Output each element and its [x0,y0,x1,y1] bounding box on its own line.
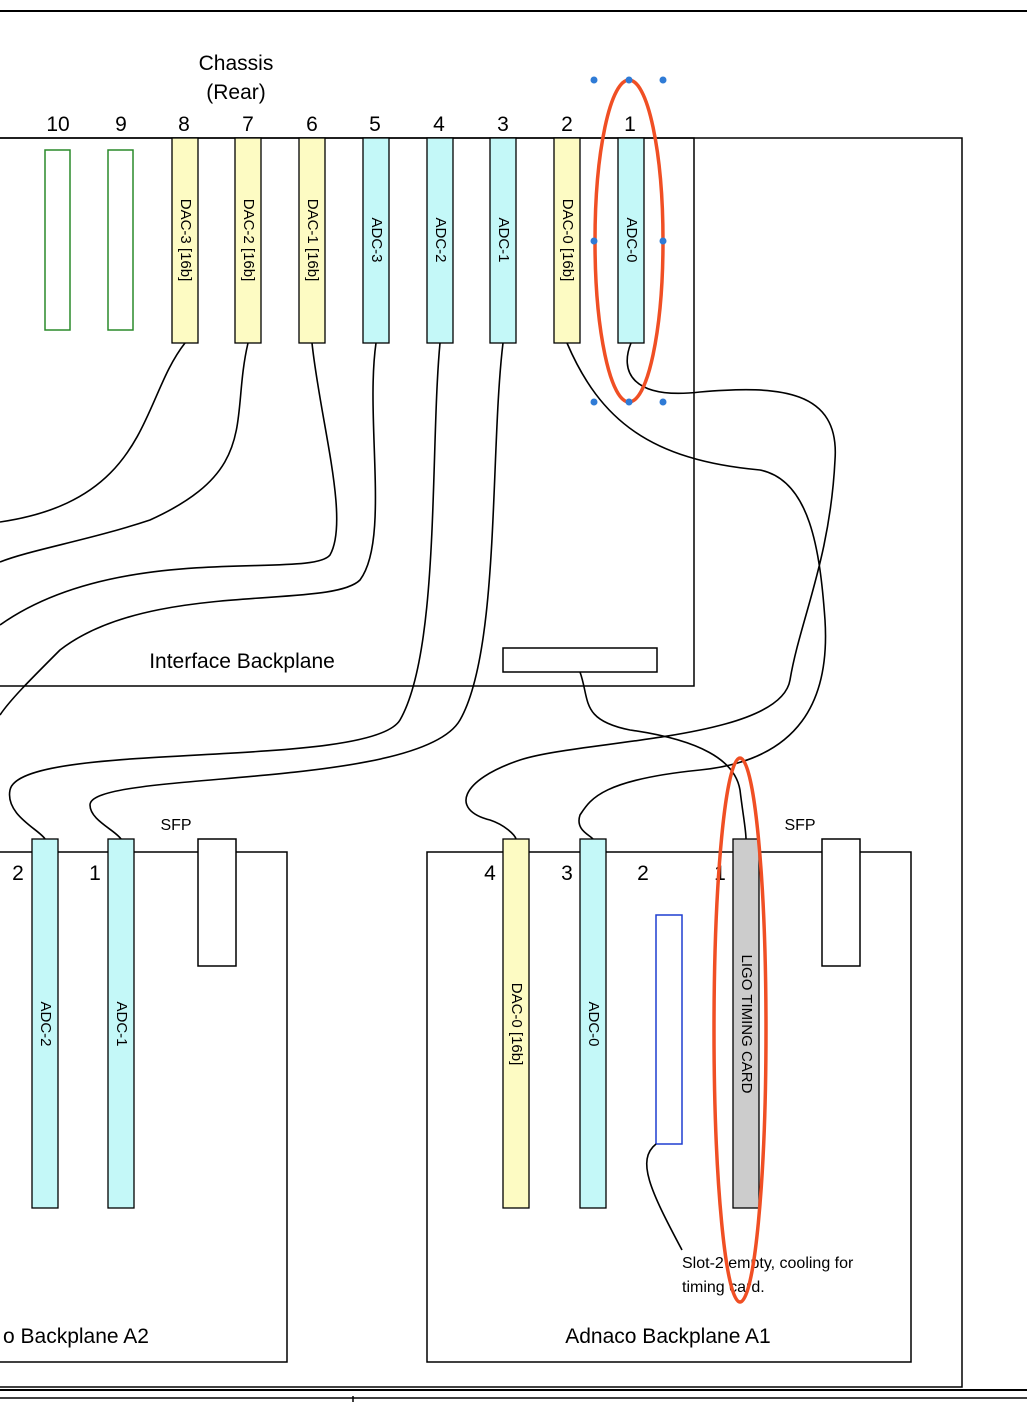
cable-adc-3 [0,342,377,716]
interface-backplane-box [0,137,695,687]
a1-empty-slot-2 [655,914,683,1145]
chassis-title-line2: (Rear) [206,81,266,104]
resize-handle[interactable] [659,398,667,406]
cable-adc-2 [8,342,441,840]
card-label: DAC-2 [16b] [240,199,257,282]
card-label: ADC-1 [113,1001,130,1046]
card-label: LIGO TIMING CARD [738,955,755,1094]
note-line1: Slot-2 empty, cooling for [682,1255,854,1272]
backplane-a1-label: Adnaco Backplane A1 [565,1325,771,1348]
resize-handle[interactable] [590,76,598,84]
backplane-a2-label: o Backplane A2 [3,1325,149,1348]
cable-dac-3 [0,342,186,523]
note-leader-line [645,1143,683,1251]
chassis-card-adc-3: ADC-3 [362,137,390,344]
resize-handle[interactable] [659,76,667,84]
a2-sfp-port [197,838,237,967]
chassis-card-dac-0: DAC-0 [16b] [553,137,581,344]
chassis-slot-number: 2 [561,113,573,136]
a2-slot-number: 2 [12,862,24,885]
card-label: DAC-0 [16b] [559,199,576,282]
cable-timing [579,671,747,840]
a2-sfp-label: SFP [160,817,191,834]
a1-card-ligo-timing: LIGO TIMING CARD [732,838,760,1209]
a2-card-adc-1: ADC-1 [107,838,135,1209]
chassis-card-adc-1: ADC-1 [489,137,517,344]
cables [0,342,836,840]
chassis-title-line1: Chassis [199,52,274,75]
a1-card-adc-0: ADC-0 [579,838,607,1209]
chassis-box [0,137,963,1388]
card-label: ADC-0 [585,1001,602,1046]
a1-slot-number: 4 [484,862,496,885]
empty-slot-9 [107,149,134,331]
cable-chassis-dac-0 [566,342,827,840]
chassis-slot-number: 8 [178,113,190,136]
chassis-slot-number: 3 [497,113,509,136]
selection-handles[interactable] [590,76,667,406]
a1-slot-number: 2 [637,862,649,885]
backplane-a1-box [426,851,912,1363]
a2-card-adc-2: ADC-2 [31,838,59,1209]
chassis-card-adc-2: ADC-2 [426,137,454,344]
cable-dac-1 [0,342,338,626]
chassis-slot-number: 5 [369,113,381,136]
cable-dac-2 [0,342,249,563]
resize-handle[interactable] [625,398,633,406]
chassis-slot-number: 10 [46,113,69,136]
card-label: ADC-2 [37,1001,54,1046]
chassis-slot-numbers: 10 9 8 7 6 5 4 3 2 1 [46,113,636,136]
chassis-slot-number: 4 [433,113,445,136]
a1-sfp-label: SFP [784,817,815,834]
card-label: DAC-1 [16b] [304,199,321,282]
chassis-slot-number: 9 [115,113,127,136]
resize-handle[interactable] [625,76,633,84]
cable-chassis-adc-0 [465,342,836,840]
card-label: ADC-2 [432,217,449,262]
a1-card-dac-0: DAC-0 [16b] [502,838,530,1209]
card-label: ADC-0 [623,217,640,262]
note-line2: timing card. [682,1279,765,1296]
backplane-a2-box [0,851,288,1363]
card-label: ADC-3 [368,217,385,262]
card-label: ADC-1 [495,217,512,262]
chassis-slot-number: 7 [242,113,254,136]
card-label: DAC-0 [16b] [508,983,525,1066]
interface-backplane-label: Interface Backplane [149,650,335,673]
a1-sfp-port [821,838,861,967]
chassis-slot-number: 6 [306,113,318,136]
chassis-card-adc-0: ADC-0 [617,137,645,344]
cable-adc-1 [89,342,504,840]
resize-handle[interactable] [590,398,598,406]
chassis-card-dac-1: DAC-1 [16b] [298,137,326,344]
empty-slot-10 [44,149,71,331]
card-label: DAC-3 [16b] [177,199,194,282]
chassis-slot-number: 1 [624,113,636,136]
a1-slot-number: 3 [561,862,573,885]
highlight-ellipse-timing-card[interactable] [712,756,768,1304]
chassis-card-dac-2: DAC-2 [16b] [234,137,262,344]
resize-handle[interactable] [590,237,598,245]
a2-slot-number: 1 [89,862,101,885]
chassis-card-dac-3: DAC-3 [16b] [171,137,199,344]
interface-connector [502,647,658,673]
resize-handle[interactable] [659,237,667,245]
